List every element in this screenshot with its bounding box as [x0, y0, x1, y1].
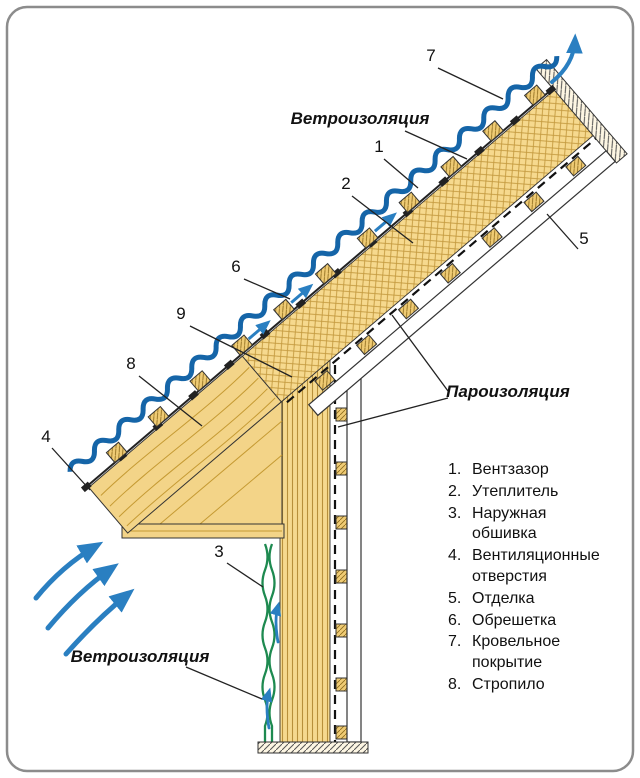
legend-text: Утеплитель [472, 482, 559, 500]
rafter [88, 355, 283, 534]
airflow-arrows [33, 33, 583, 730]
page-border [5, 5, 635, 773]
legend-item-5: 5. Отделка [448, 589, 618, 610]
wall-insulation [279, 359, 331, 743]
roof-inner-battens [314, 155, 587, 391]
callout-5: 5 [579, 229, 588, 248]
legend-text: Вентиляционные отверстия [472, 547, 600, 585]
callout-1: 1 [374, 137, 383, 156]
legend-item-3: 3. Наружная обшивка [448, 504, 618, 546]
legend-text: Вентзазор [472, 461, 549, 478]
legend-item-2: 2. Утеплитель [448, 482, 618, 503]
ridge-exhaust-arrow [550, 33, 583, 84]
wall-interior-finish [346, 376, 362, 743]
eaves-intake-arrows [33, 541, 135, 657]
wall-assembly [257, 359, 369, 754]
callout-9: 9 [176, 304, 185, 323]
wind-insulation-label-top: Ветроизоляция [291, 109, 430, 128]
roofing-sheet [67, 56, 560, 472]
legend-item-4: 4. Вентиляционные отверстия [448, 546, 618, 588]
callout-6: 6 [231, 257, 240, 276]
wall-gap-airflow-arrows [260, 601, 282, 730]
callout-7: 7 [426, 46, 435, 65]
roof-interior-finish [307, 149, 616, 417]
legend-num: 4. [448, 547, 462, 565]
roof-insulation [233, 89, 594, 410]
legend-item-1: 1. Вентзазор [448, 460, 618, 481]
legend: 1. Вентзазор 2. Утеплитель 3. Наружная о… [448, 460, 618, 697]
wall-inner-battens [335, 407, 348, 740]
legend-num: 2. [448, 482, 462, 500]
legend-text: Отделка [472, 589, 535, 607]
callout-3: 3 [214, 542, 223, 561]
legend-item-6: 6. Обрешетка [448, 611, 618, 632]
legend-num: 3. [448, 504, 462, 522]
wind-insulation-label-bottom: Ветроизоляция [71, 647, 210, 666]
legend-num: 6. [448, 611, 462, 629]
callout-8: 8 [126, 354, 135, 373]
vent-gap-airflow-arrows [247, 212, 397, 341]
callout-4: 4 [41, 427, 50, 446]
roof-battens [105, 84, 546, 464]
legend-num: 5. [448, 589, 462, 607]
eaves-triangle-grain [159, 420, 283, 525]
legend-item-7: 7. Кровельное покрытие [448, 632, 618, 674]
roof-assembly [67, 56, 628, 534]
legend-item-8: 8. Стропило [448, 675, 618, 696]
legend-text: Стропило [472, 675, 545, 693]
legend-text: Наружная обшивка [472, 504, 547, 543]
callout-2: 2 [341, 174, 350, 193]
legend-text: Обрешетка [472, 611, 557, 629]
legend-text: Кровельное покрытие [472, 633, 561, 672]
callout-leader-lines [51, 67, 579, 700]
rafter-grain [100, 367, 276, 527]
roof-vapor-barrier [286, 137, 597, 404]
wall-bottom-cut [257, 741, 369, 754]
vapor-barrier-label: Пароизоляция [446, 382, 570, 401]
legend-num: 7. [448, 633, 462, 651]
legend-num: 1. [448, 461, 462, 478]
legend-num: 8. [448, 675, 462, 693]
